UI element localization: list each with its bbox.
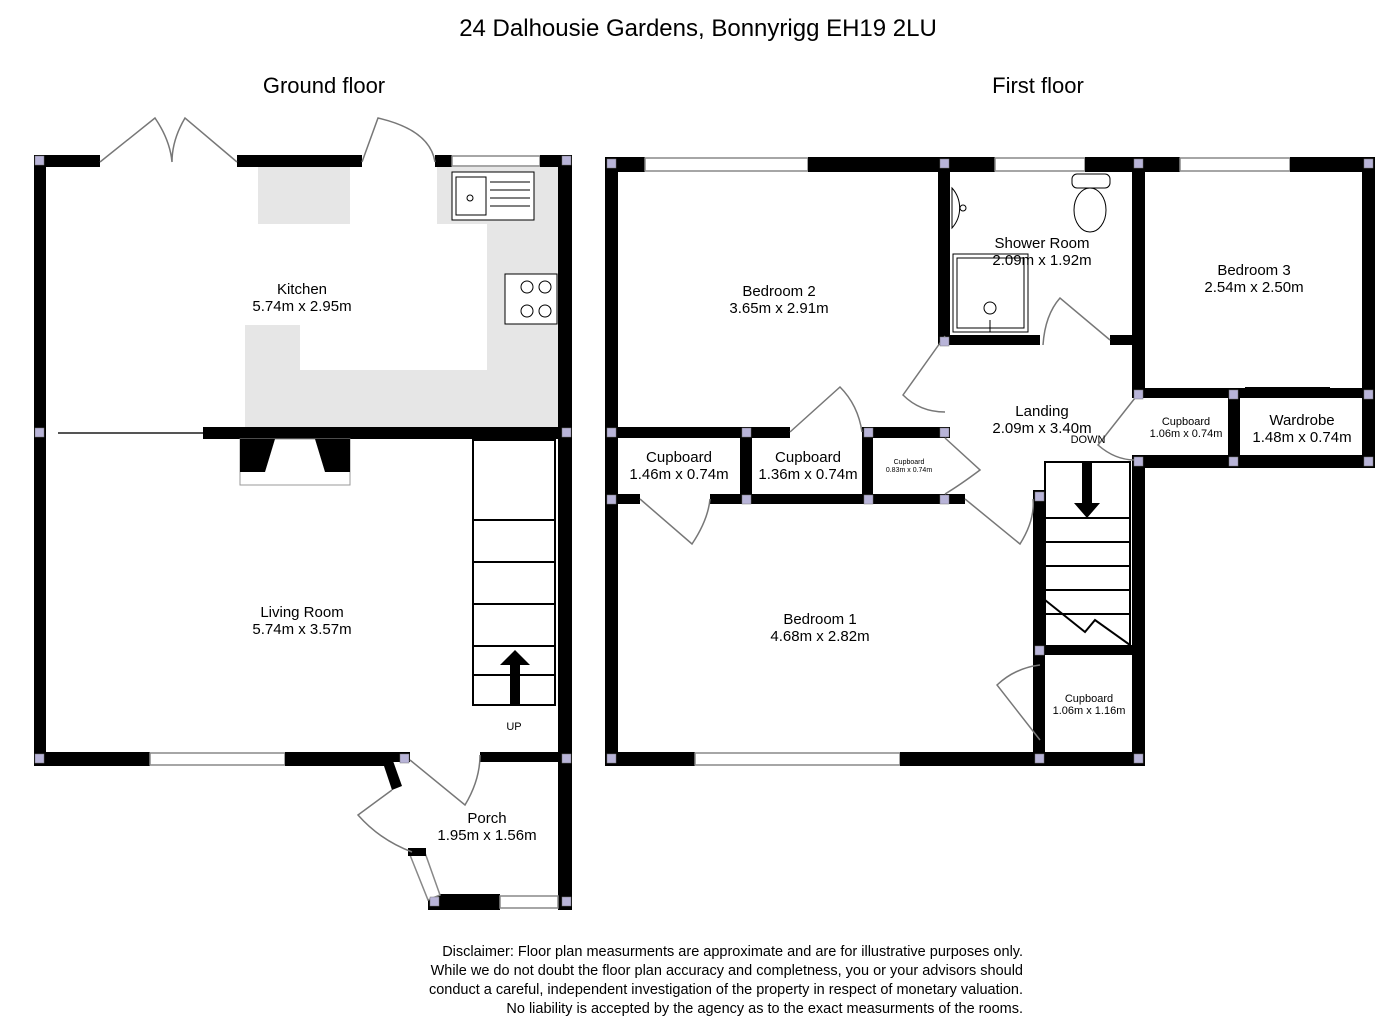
window bbox=[499, 895, 559, 909]
wall-posts bbox=[606, 158, 1374, 764]
svg-text:Wardrobe: Wardrobe bbox=[1269, 412, 1334, 429]
svg-text:0.83m x 0.74m: 0.83m x 0.74m bbox=[886, 467, 932, 474]
svg-text:1.06m x 0.74m: 1.06m x 0.74m bbox=[1150, 428, 1223, 440]
arrow-up-icon bbox=[500, 650, 530, 705]
room-bedroom-1: Bedroom 14.68m x 2.82m bbox=[770, 611, 869, 645]
toilet-icon bbox=[1071, 173, 1111, 233]
shower-tray-icon bbox=[952, 253, 1029, 333]
svg-text:2.09m x 1.92m: 2.09m x 1.92m bbox=[992, 252, 1091, 269]
svg-text:3.65m x 2.91m: 3.65m x 2.91m bbox=[729, 300, 828, 317]
window bbox=[994, 157, 1086, 172]
svg-text:Living Room: Living Room bbox=[260, 604, 343, 621]
svg-text:1.95m x 1.56m: 1.95m x 1.56m bbox=[437, 827, 536, 844]
room-bedroom-3: Bedroom 32.54m x 2.50m bbox=[1204, 262, 1303, 296]
svg-text:Cupboard: Cupboard bbox=[894, 459, 925, 466]
counter bbox=[487, 224, 558, 427]
disclaimer-line: While we do not doubt the floor plan acc… bbox=[430, 963, 1023, 979]
staircase[interactable] bbox=[472, 439, 556, 706]
window bbox=[694, 752, 901, 766]
svg-text:1.46m x 0.74m: 1.46m x 0.74m bbox=[629, 466, 728, 483]
french-doors bbox=[99, 116, 436, 163]
svg-text:Bedroom 2: Bedroom 2 bbox=[742, 283, 815, 300]
window bbox=[149, 752, 286, 766]
window bbox=[409, 849, 441, 901]
counter bbox=[300, 370, 487, 427]
basin-icon bbox=[951, 186, 967, 230]
svg-text:Landing: Landing bbox=[1015, 403, 1068, 420]
counter bbox=[258, 167, 350, 224]
ground-floor-heading: Ground floor bbox=[263, 73, 385, 98]
window bbox=[451, 155, 541, 167]
svg-text:Shower Room: Shower Room bbox=[994, 235, 1089, 252]
room-bedroom-2: Bedroom 23.65m x 2.91m bbox=[729, 283, 828, 317]
svg-text:2.09m x 3.40m: 2.09m x 3.40m bbox=[992, 420, 1091, 437]
svg-text:Kitchen: Kitchen bbox=[277, 281, 327, 298]
svg-text:4.68m x 2.82m: 4.68m x 2.82m bbox=[770, 628, 869, 645]
svg-text:5.74m x 3.57m: 5.74m x 3.57m bbox=[252, 621, 351, 638]
window bbox=[1179, 157, 1291, 172]
sink-icon bbox=[451, 171, 535, 221]
window bbox=[644, 157, 809, 172]
disclaimer-line: Disclaimer: Floor plan measurments are a… bbox=[442, 944, 1023, 960]
svg-text:Porch: Porch bbox=[467, 810, 506, 827]
svg-text:Cupboard: Cupboard bbox=[646, 449, 712, 466]
doors bbox=[639, 296, 1136, 741]
disclaimer-line: conduct a careful, independent investiga… bbox=[428, 982, 1023, 998]
svg-text:Cupboard: Cupboard bbox=[1065, 693, 1113, 705]
svg-text:Cupboard: Cupboard bbox=[775, 449, 841, 466]
staircase[interactable] bbox=[1044, 461, 1131, 649]
svg-text:Bedroom 1: Bedroom 1 bbox=[783, 611, 856, 628]
stairs-up-label: UP bbox=[506, 721, 521, 733]
first-floor-plan: DOWN Bedroom 23.65m x 2.91m Shower Room2… bbox=[605, 157, 1375, 766]
svg-text:5.74m x 2.95m: 5.74m x 2.95m bbox=[252, 298, 351, 315]
stairs-down-label: DOWN bbox=[1071, 434, 1106, 446]
svg-text:1.06m x 1.16m: 1.06m x 1.16m bbox=[1053, 705, 1126, 717]
svg-text:Bedroom 3: Bedroom 3 bbox=[1217, 262, 1290, 279]
fireplace bbox=[239, 438, 351, 486]
counter bbox=[245, 325, 300, 427]
wall-posts bbox=[34, 155, 572, 907]
svg-text:2.54m x 2.50m: 2.54m x 2.50m bbox=[1204, 279, 1303, 296]
plan-title: 24 Dalhousie Gardens, Bonnyrigg EH19 2LU bbox=[459, 15, 937, 42]
svg-text:1.36m x 0.74m: 1.36m x 0.74m bbox=[758, 466, 857, 483]
svg-text:Cupboard: Cupboard bbox=[1162, 416, 1210, 428]
disclaimer-line: No liability is accepted by the agency a… bbox=[506, 1001, 1023, 1017]
hob-icon bbox=[504, 273, 558, 325]
first-floor-heading: First floor bbox=[992, 73, 1084, 98]
svg-text:1.48m x 0.74m: 1.48m x 0.74m bbox=[1252, 429, 1351, 446]
disclaimer: Disclaimer: Floor plan measurments are a… bbox=[380, 943, 1023, 1019]
arrow-down-icon bbox=[1074, 462, 1100, 518]
door bbox=[356, 754, 481, 853]
